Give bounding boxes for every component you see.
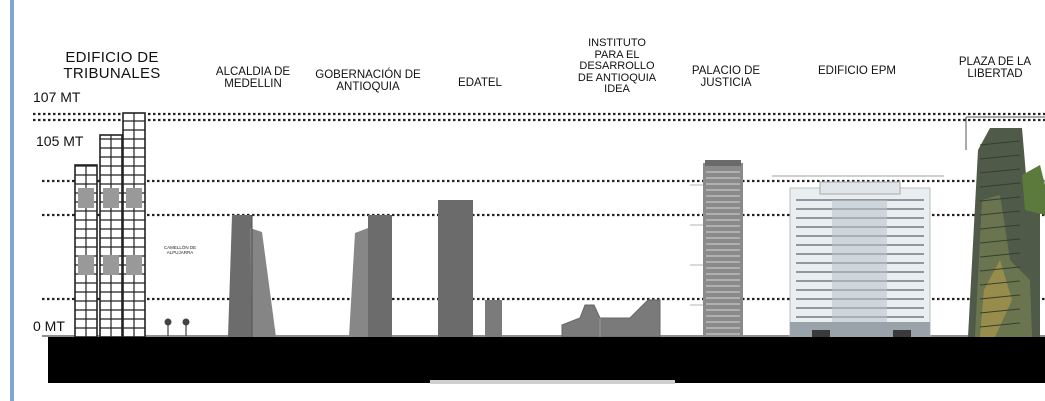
label-epm: EDIFICIO EPM bbox=[818, 65, 896, 77]
alcaldia-building bbox=[228, 215, 276, 337]
left-frame-bar bbox=[10, 0, 14, 401]
epm-building bbox=[772, 175, 944, 338]
palacio-building bbox=[690, 160, 743, 337]
height-label-107: 107 MT bbox=[33, 89, 81, 105]
ground-band bbox=[48, 337, 1045, 383]
label-edatel: EDATEL bbox=[458, 77, 502, 89]
camellon-lamps bbox=[164, 318, 190, 336]
height-label-105: 105 MT bbox=[36, 133, 84, 149]
plaza-libertad-building bbox=[965, 116, 1045, 337]
height-label-0: 0 MT bbox=[33, 318, 65, 334]
edatel-building bbox=[438, 200, 502, 337]
ground-band-lower-shadow bbox=[430, 380, 675, 384]
gobernacion-building bbox=[349, 215, 392, 337]
instituto-idea-building bbox=[561, 299, 661, 338]
tribunales-building bbox=[74, 112, 146, 338]
